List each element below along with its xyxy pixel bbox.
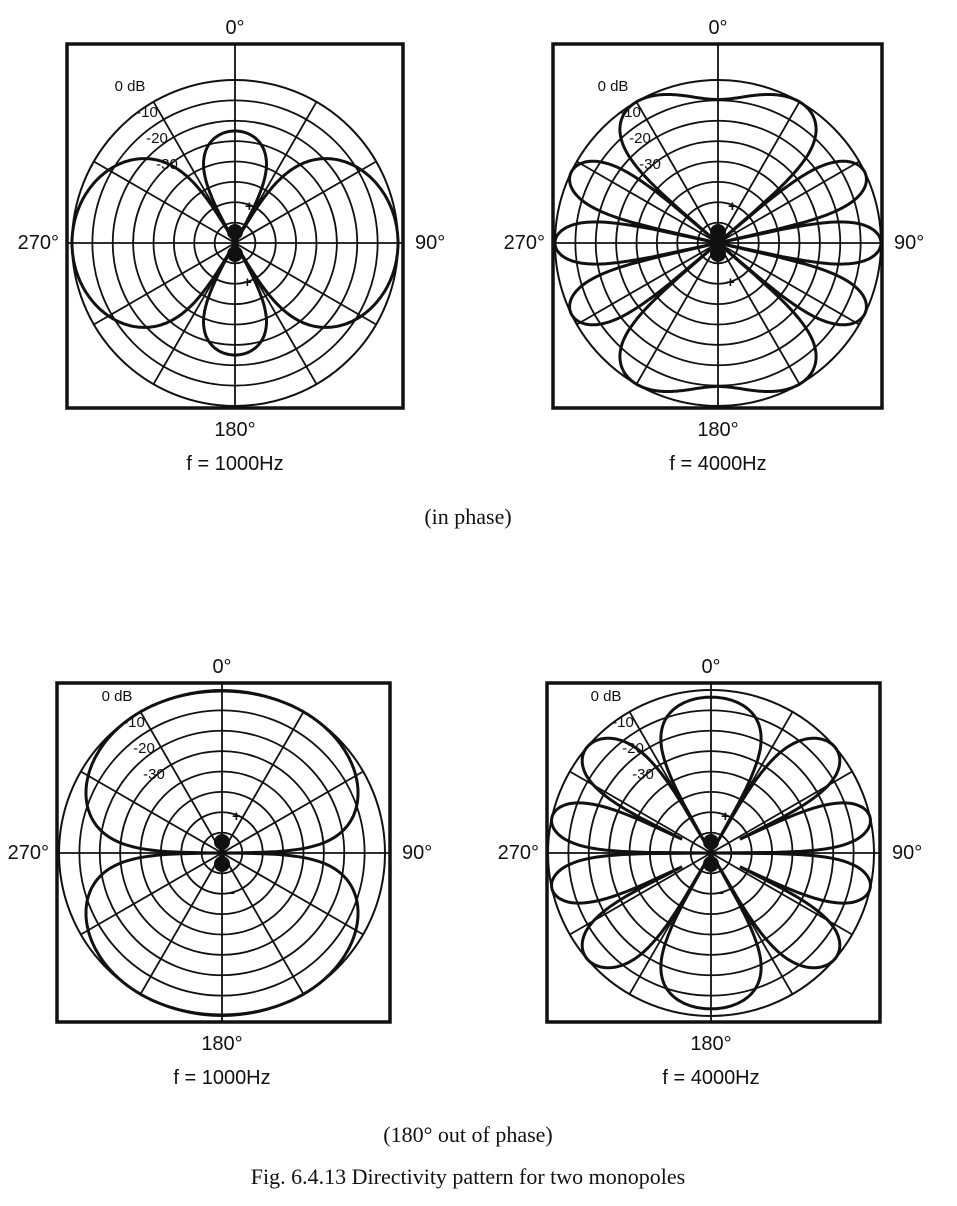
angle-label-0: 0° xyxy=(701,656,720,678)
source-monopole-lower xyxy=(227,246,243,262)
ring-label: -30 xyxy=(639,156,661,173)
grid-spoke xyxy=(80,852,223,936)
source-sign-lower: - xyxy=(230,884,235,901)
source-monopole-upper xyxy=(214,834,230,850)
angle-label-180: 180° xyxy=(214,419,255,441)
figure-caption: Fig. 6.4.13 Directivity pattern for two … xyxy=(251,1164,685,1189)
plot-title: f = 1000Hz xyxy=(186,453,283,475)
grid-spoke xyxy=(139,711,223,854)
grid-spoke xyxy=(717,242,860,326)
source-sign-upper: + xyxy=(232,808,241,825)
directivity-curve xyxy=(84,689,360,1017)
source-sign-lower: - xyxy=(719,884,724,901)
angle-label-180: 180° xyxy=(697,419,738,441)
grid-spoke xyxy=(93,160,236,244)
ring-label: -30 xyxy=(143,766,165,783)
angle-label-0: 0° xyxy=(225,17,244,39)
grid-spoke xyxy=(234,242,377,326)
grid-spoke xyxy=(635,101,719,244)
ring-label: -30 xyxy=(156,156,178,173)
ring-label: -30 xyxy=(632,766,654,783)
polar-plot-4: + - 0 dB -10 -20 -30 0° 90° 270° 180° f = 4000Hz xyxy=(498,656,923,1089)
grid-spoke xyxy=(221,852,305,995)
ring-label: -20 xyxy=(629,130,651,147)
grid-spoke xyxy=(717,242,801,385)
grid-spoke xyxy=(635,242,719,385)
ring-label: -10 xyxy=(619,104,641,121)
polar-plot-1: + +0 dB -10 -20 -30 0° 90° 270° 180° f = 1000Hz xyxy=(18,17,446,475)
plot-title: f = 4000Hz xyxy=(669,453,766,475)
angle-label-270: 270° xyxy=(504,232,545,254)
grid-spoke xyxy=(80,770,223,854)
grid-spoke xyxy=(576,160,719,244)
source-monopole-upper xyxy=(703,834,719,850)
grid-spoke xyxy=(221,770,364,854)
polar-plot-2: + +0 dB -10 -20 -30 0° 90° 270° 180° f = 4000Hz xyxy=(504,17,925,475)
angle-label-90: 90° xyxy=(894,232,924,254)
source-sign-upper: + xyxy=(721,808,730,825)
caption-out-of-phase: (180° out of phase) xyxy=(383,1122,552,1147)
directivity-curve xyxy=(553,93,883,393)
ring-label: 0 dB xyxy=(598,78,629,95)
angle-label-0: 0° xyxy=(212,656,231,678)
angle-label-270: 270° xyxy=(498,842,539,864)
source-monopole-upper xyxy=(710,224,726,240)
angle-label-90: 90° xyxy=(402,842,432,864)
source-monopole-upper xyxy=(227,224,243,240)
source-sign-lower: + xyxy=(726,274,735,291)
ring-label: -20 xyxy=(146,130,168,147)
grid-spoke xyxy=(717,101,801,244)
grid-spoke xyxy=(717,160,860,244)
ring-label: 0 dB xyxy=(102,688,133,705)
angle-label-180: 180° xyxy=(690,1033,731,1055)
ring-label: -10 xyxy=(612,714,634,731)
angle-label-90: 90° xyxy=(415,232,445,254)
plot-title: f = 1000Hz xyxy=(173,1067,270,1089)
directivity-curve xyxy=(550,695,872,1011)
angle-label-180: 180° xyxy=(201,1033,242,1055)
ring-label: -20 xyxy=(622,740,644,757)
angle-label-270: 270° xyxy=(8,842,49,864)
grid-spoke xyxy=(221,711,305,854)
source-sign-upper: + xyxy=(245,198,254,215)
ring-label: 0 dB xyxy=(591,688,622,705)
ring-label: -10 xyxy=(123,714,145,731)
source-monopole-lower xyxy=(703,856,719,872)
polar-plot-3: + - 0 dB -10 -20 -30 0° 90° 270° 180° f = 1000Hz xyxy=(8,656,433,1089)
grid-spoke xyxy=(576,242,719,326)
ring-label: 0 dB xyxy=(115,78,146,95)
grid-spoke xyxy=(221,852,364,936)
source-monopole-lower xyxy=(214,856,230,872)
grid-spoke xyxy=(234,160,377,244)
source-sign-upper: + xyxy=(728,198,737,215)
grid-spoke xyxy=(93,242,236,326)
plot-title: f = 4000Hz xyxy=(662,1067,759,1089)
source-monopole-lower xyxy=(710,246,726,262)
angle-label-90: 90° xyxy=(892,842,922,864)
source-sign-lower: + xyxy=(243,274,252,291)
ring-label: -10 xyxy=(136,104,158,121)
grid-spoke xyxy=(139,852,223,995)
ring-label: -20 xyxy=(133,740,155,757)
angle-label-0: 0° xyxy=(708,17,727,39)
directivity-curve xyxy=(70,129,400,357)
angle-label-270: 270° xyxy=(18,232,59,254)
caption-in-phase: (in phase) xyxy=(424,504,511,529)
